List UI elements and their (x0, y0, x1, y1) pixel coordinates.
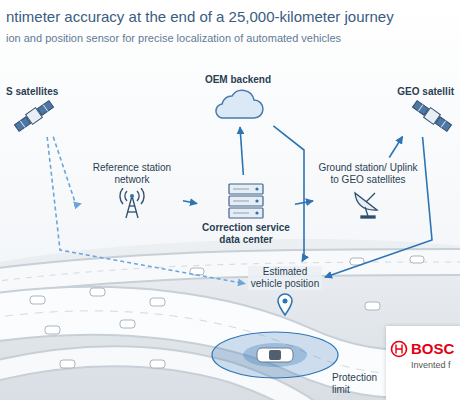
road-surface (0, 262, 460, 282)
protection-limit-ellipse: Protection limit (210, 328, 340, 400)
data-flow-arrow (325, 137, 432, 277)
node-label: Protection limit (332, 372, 386, 396)
backend-cloud-node: OEM backend (200, 72, 276, 124)
antenna-icon (117, 188, 147, 220)
satellite-dish-icon (350, 188, 386, 220)
brand-name: BOSC (411, 340, 454, 358)
car-shape (45, 326, 60, 334)
node-label: OEM backend (200, 74, 276, 86)
subtitle-text: ion and position sensor for precise loca… (6, 32, 341, 45)
data-flow-arrow (183, 201, 197, 204)
node-label: Estimated vehicle position (248, 266, 322, 290)
cloud-icon (210, 88, 266, 122)
node-label: Correction service data center (200, 222, 292, 246)
vehicle-position-node: Estimated vehicle position (248, 264, 322, 318)
brand-logo-box: BOSC Invented f (386, 326, 460, 400)
car-shape (410, 256, 424, 263)
satellite-node: GEO satellit (386, 84, 454, 134)
satellite-icon (410, 100, 454, 132)
reference-station-node: Reference station network (84, 160, 180, 222)
node-label: Ground station/ Uplink to GEO satellites (316, 162, 420, 186)
car-shape (120, 320, 135, 328)
car-shape (30, 296, 45, 304)
server-rack-icon (221, 182, 271, 222)
road-network (0, 262, 460, 400)
brand-slogan: Invented f (411, 360, 460, 371)
title: ntimeter accuracy at the end of a 25,000… (6, 8, 394, 26)
satellite-node: S satellites (6, 84, 82, 134)
data-center-node: Correction service data center (200, 178, 292, 248)
lane-marking (0, 262, 460, 282)
car-shape (365, 302, 380, 310)
protection-ellipse (210, 330, 340, 380)
car-shape (150, 298, 165, 306)
node-label: Reference station network (84, 162, 180, 186)
road-edge (0, 262, 460, 282)
location-pin-icon (276, 292, 294, 316)
car-shape (150, 360, 165, 368)
car-shape (60, 360, 75, 368)
ground-station-node: Ground station/ Uplink to GEO satellites (316, 160, 420, 222)
node-label: GEO satellit (386, 86, 454, 98)
node-label: S satellites (6, 86, 82, 98)
data-flow-arrow (240, 127, 243, 175)
gnss-signal-arrow (47, 137, 245, 284)
satellite-icon (12, 100, 56, 132)
brand-row: BOSC (390, 340, 460, 358)
gnss-signal-arrow (53, 137, 81, 205)
brand-logo-symbol (390, 340, 408, 358)
data-flow-arrow (273, 126, 304, 262)
car-shape (90, 288, 105, 296)
data-flow-arrow (389, 137, 402, 158)
